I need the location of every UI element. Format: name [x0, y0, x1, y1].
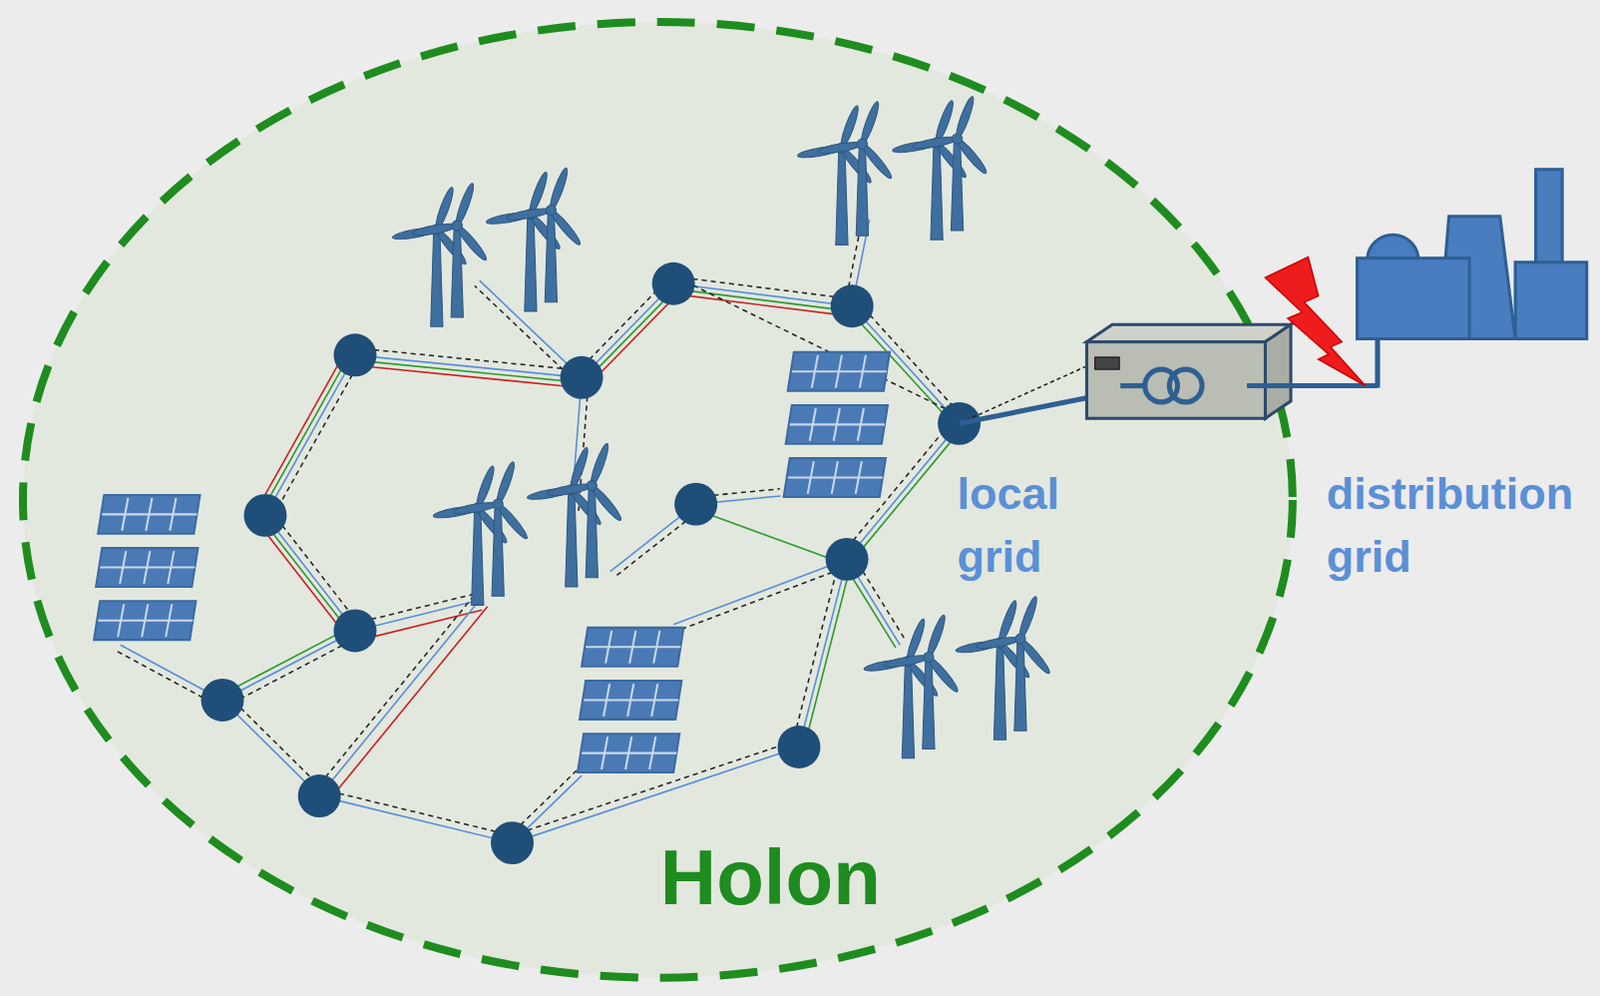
grid-hub — [201, 678, 245, 722]
grid-wire — [673, 288, 852, 311]
grid-wire — [676, 565, 850, 631]
solar-panel — [95, 547, 198, 587]
grid-hub — [334, 333, 378, 377]
grid-wire — [225, 636, 359, 707]
grid-wire — [319, 796, 512, 843]
solar-panel — [784, 457, 886, 497]
grid-wire — [261, 352, 352, 513]
region-title: Holon — [660, 831, 881, 923]
fault-symbol — [1264, 257, 1365, 387]
grid-label: distribution grid — [1326, 461, 1574, 588]
grid-wire — [694, 508, 845, 564]
wind-turbine — [546, 441, 624, 578]
grid-wire — [321, 789, 514, 836]
grid-wire — [354, 365, 581, 388]
wind-turbine — [526, 445, 604, 587]
wind-turbine — [411, 181, 489, 318]
grid-wire — [256, 350, 347, 511]
grid-hubs — [201, 262, 982, 864]
wind-turbine — [392, 185, 469, 327]
grid-wire — [803, 560, 852, 749]
power-plant — [1357, 169, 1588, 340]
wind-turbine — [432, 464, 510, 606]
grid-wire — [265, 514, 356, 631]
wind-turbine — [883, 613, 961, 750]
grid-wire — [220, 625, 354, 696]
solar-panel — [577, 733, 680, 773]
grid-wire — [271, 510, 362, 627]
grid-hub — [334, 608, 378, 652]
grid-wire — [355, 355, 582, 378]
wind-turbine — [911, 94, 989, 231]
solar-panel — [97, 494, 200, 534]
solar-panel — [786, 404, 888, 444]
grid-hub — [652, 262, 696, 306]
grid-wire — [673, 558, 847, 624]
wind-turbine — [797, 104, 874, 246]
grid-wire — [354, 360, 581, 383]
generator-icons — [93, 94, 1053, 773]
grid-wire — [265, 355, 356, 516]
control-link — [959, 359, 1103, 423]
grid-hub — [298, 774, 342, 817]
wind-turbine — [485, 170, 563, 312]
grid-wire — [792, 557, 840, 746]
solar-panel — [581, 627, 684, 667]
solar-panel — [579, 680, 682, 720]
grid-wire — [676, 277, 962, 417]
grid-wire — [314, 595, 475, 792]
grid-wire — [673, 283, 852, 306]
grid-wire — [327, 606, 488, 802]
grid-hub — [243, 493, 287, 537]
grid-wire — [261, 518, 352, 635]
grid-hub — [777, 725, 820, 769]
wind-turbine — [975, 594, 1053, 731]
grid-wire — [257, 521, 348, 638]
holon-outline — [16, 15, 1299, 984]
grid-wires — [116, 217, 965, 842]
grid-wire — [319, 599, 480, 796]
solar-panel — [93, 600, 196, 640]
grid-hub — [825, 537, 869, 581]
grid-wire — [222, 630, 356, 701]
wind-turbine — [816, 100, 894, 237]
wind-turbine — [862, 617, 940, 759]
grid-wire — [227, 694, 325, 791]
grid-hub — [490, 820, 534, 864]
solar-panel — [788, 352, 890, 392]
wind-turbine — [954, 599, 1032, 741]
grid-wire — [271, 358, 362, 519]
grid-wire — [588, 290, 681, 385]
wind-turbine — [505, 166, 583, 303]
grid-wire — [672, 293, 851, 316]
grid-wire — [799, 558, 847, 747]
wind-turbine — [452, 459, 530, 596]
wind-turbine — [891, 98, 969, 240]
grid-hub — [830, 284, 874, 328]
grid-hub — [560, 356, 604, 400]
holon-region: Holon — [16, 15, 1299, 984]
grid-hub — [674, 482, 718, 526]
grid-label: local grid — [957, 461, 1061, 588]
